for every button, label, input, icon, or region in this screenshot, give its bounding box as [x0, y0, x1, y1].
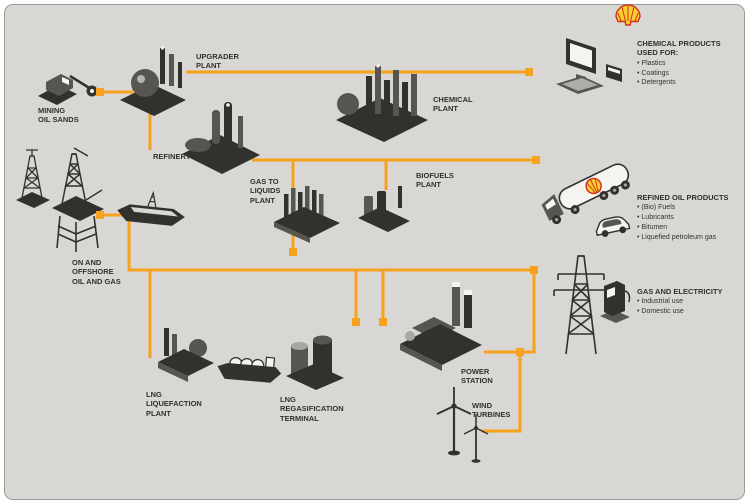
label-wind-turbines: WIND TURBINES — [472, 401, 511, 420]
junction-node — [289, 248, 297, 256]
connector-wind-output — [482, 352, 522, 433]
gas-to-liquids-plant-illustration — [274, 186, 340, 243]
lng-carrier-illustration — [217, 356, 282, 383]
output-refined-oil-products: REFINED OIL PRODUCTS (Bio) Fuels Lubrica… — [637, 193, 743, 243]
output-gas-and-electricity-title: GAS AND ELECTRICITY — [637, 287, 723, 296]
output-item: Plastics — [637, 59, 743, 69]
label-chemical-plant: CHEMICAL PLANT — [433, 95, 473, 114]
junction-node — [96, 211, 104, 219]
junction-node — [352, 318, 360, 326]
gas-pump-illustration — [600, 281, 631, 323]
output-item: Liquefied petroleum gas — [637, 233, 743, 243]
junction-node — [530, 266, 538, 274]
electricity-pylon-illustration — [553, 255, 609, 355]
junction-node — [96, 88, 104, 96]
refinery-illustration — [182, 102, 260, 174]
junction-node — [525, 68, 533, 76]
output-gas-and-electricity-list: Industrial use Domestic use — [637, 297, 743, 317]
label-on-offshore-oil-gas: ON AND OFFSHORE OIL AND GAS — [72, 258, 121, 286]
lng-liquefaction-plant-illustration — [158, 328, 214, 382]
chemical-plant-illustration — [336, 64, 428, 142]
label-lng-regasification-terminal: LNG REGASIFICATION TERMINAL — [280, 395, 344, 423]
tanker-truck-illustration — [541, 163, 630, 225]
output-item: (Bio) Fuels — [637, 203, 743, 213]
junction-node — [532, 156, 540, 164]
shell-pecten-icon — [585, 177, 602, 195]
output-item: Lubricants — [637, 213, 743, 223]
mining-oil-sands-illustration — [38, 74, 98, 105]
output-chemical-products: CHEMICAL PRODUCTS USED FOR: Plastics Coa… — [637, 39, 743, 88]
label-upgrader-plant: UPGRADER PLANT — [196, 52, 239, 71]
output-item: Domestic use — [637, 307, 743, 317]
connector-power-output — [484, 272, 536, 354]
computer-illustration — [556, 38, 622, 94]
output-item: Industrial use — [637, 297, 743, 307]
wind-turbines-illustration — [436, 387, 489, 463]
output-chemical-products-title: CHEMICAL PRODUCTS USED FOR: — [637, 39, 721, 58]
shell-pecten-logo — [615, 4, 641, 26]
connector-offshore-gas-electricity — [100, 213, 534, 272]
output-refined-oil-products-list: (Bio) Fuels Lubricants Bitumen Liquefied… — [637, 203, 743, 242]
label-biofuels-plant: BIOFUELS PLANT — [416, 171, 454, 190]
label-mining-oil-sands: MINING OIL SANDS — [38, 106, 79, 125]
label-gas-to-liquids-plant: GAS TO LIQUIDS PLANT — [250, 177, 281, 205]
output-item: Detergents — [637, 78, 743, 88]
output-gas-and-electricity: GAS AND ELECTRICITY Industrial use Domes… — [637, 287, 743, 317]
flow-lines — [100, 70, 536, 433]
upgrader-plant-illustration — [120, 46, 186, 116]
lng-regasification-terminal-illustration — [286, 335, 344, 390]
output-refined-oil-products-title: REFINED OIL PRODUCTS — [637, 193, 729, 202]
output-item: Coatings — [637, 69, 743, 79]
junction-node — [379, 318, 387, 326]
junction-nodes — [96, 68, 540, 356]
label-refinery: REFINERY — [153, 152, 191, 161]
junction-node — [516, 348, 524, 356]
output-chemical-products-list: Plastics Coatings Detergents — [637, 59, 743, 88]
on-offshore-oil-gas-illustration — [16, 147, 104, 252]
label-power-station: POWER STATION — [461, 367, 493, 386]
output-item: Bitumen — [637, 223, 743, 233]
car-illustration — [595, 216, 631, 237]
label-lng-liquefaction-plant: LNG LIQUEFACTION PLANT — [146, 390, 202, 418]
biofuels-plant-illustration — [358, 186, 410, 232]
power-station-illustration — [400, 282, 482, 371]
drill-ship-illustration — [117, 190, 185, 226]
